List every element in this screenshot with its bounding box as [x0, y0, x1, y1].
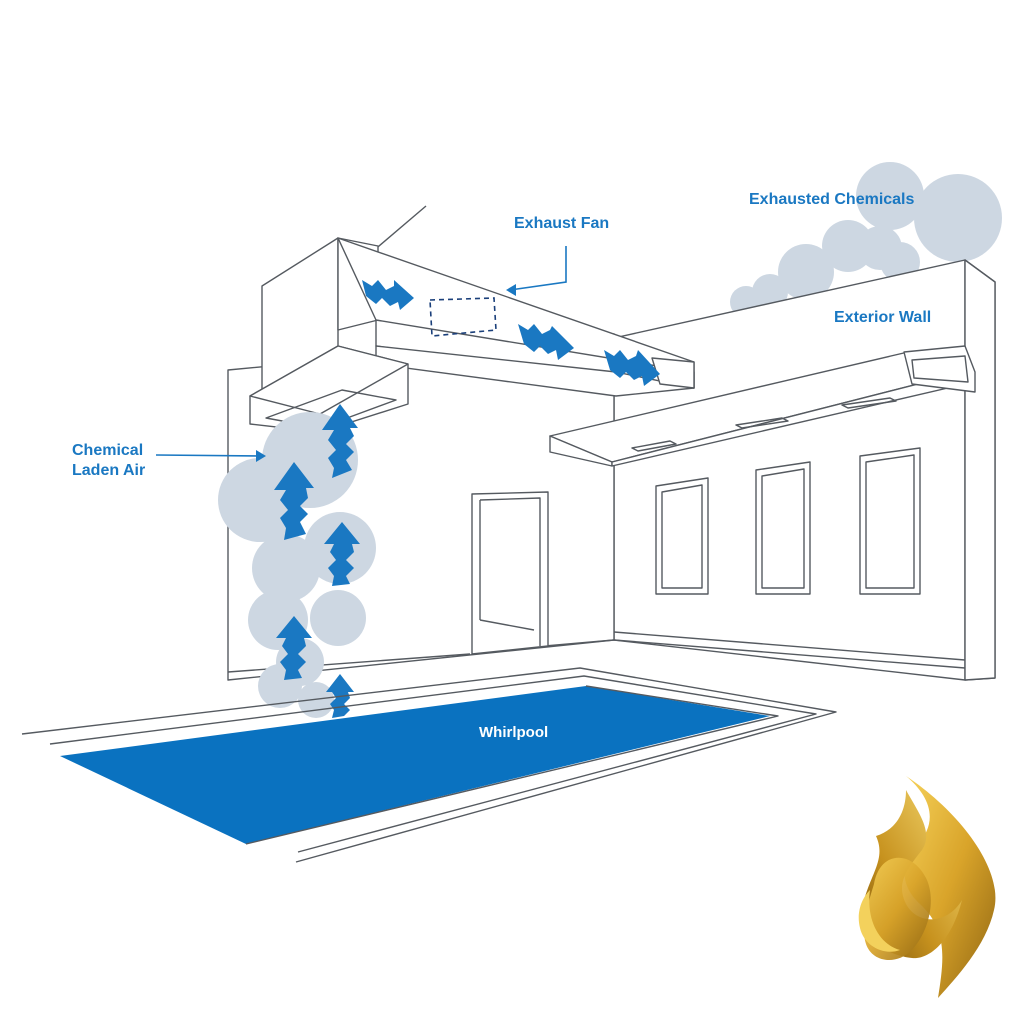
windows [655, 447, 921, 595]
pool-deck [21, 667, 837, 863]
exhaust-fan-label: Exhaust Fan [514, 215, 610, 232]
up-arrow-2 [274, 462, 314, 540]
duct-arrow-3 [604, 350, 660, 386]
pool-rim [245, 685, 779, 845]
vent-pipe [371, 205, 427, 253]
ceiling-soffit [549, 345, 976, 467]
gold-s-logo-icon [858, 776, 996, 998]
exterior-wall-label: Exterior Wall [834, 309, 932, 326]
duct-airflow-arrows [362, 280, 660, 386]
duct-arrow-2 [518, 324, 574, 360]
chemical-laden-air-label-line2: Laden Air [72, 462, 146, 479]
whirlpool-label: Whirlpool [479, 724, 549, 741]
chemical-air-pointer [155, 454, 263, 457]
up-arrow-4 [276, 616, 312, 680]
exhausted-chemicals-label: Exhausted Chemicals [749, 191, 915, 208]
up-arrow-3 [324, 522, 360, 586]
exhaust-duct [249, 237, 695, 433]
exhaust-fan-pointer [509, 246, 567, 291]
whirlpool-pool [60, 686, 770, 844]
doorway [471, 491, 549, 655]
duct-arrow-1 [362, 280, 414, 310]
chemical-laden-air-cloud [218, 412, 376, 718]
label-pointers [155, 246, 567, 462]
chemical-laden-air-label-line1: Chemical [72, 442, 144, 459]
rising-airflow-arrows [274, 404, 360, 718]
exhaust-fan-box [429, 297, 497, 337]
up-arrow-1 [322, 404, 358, 478]
